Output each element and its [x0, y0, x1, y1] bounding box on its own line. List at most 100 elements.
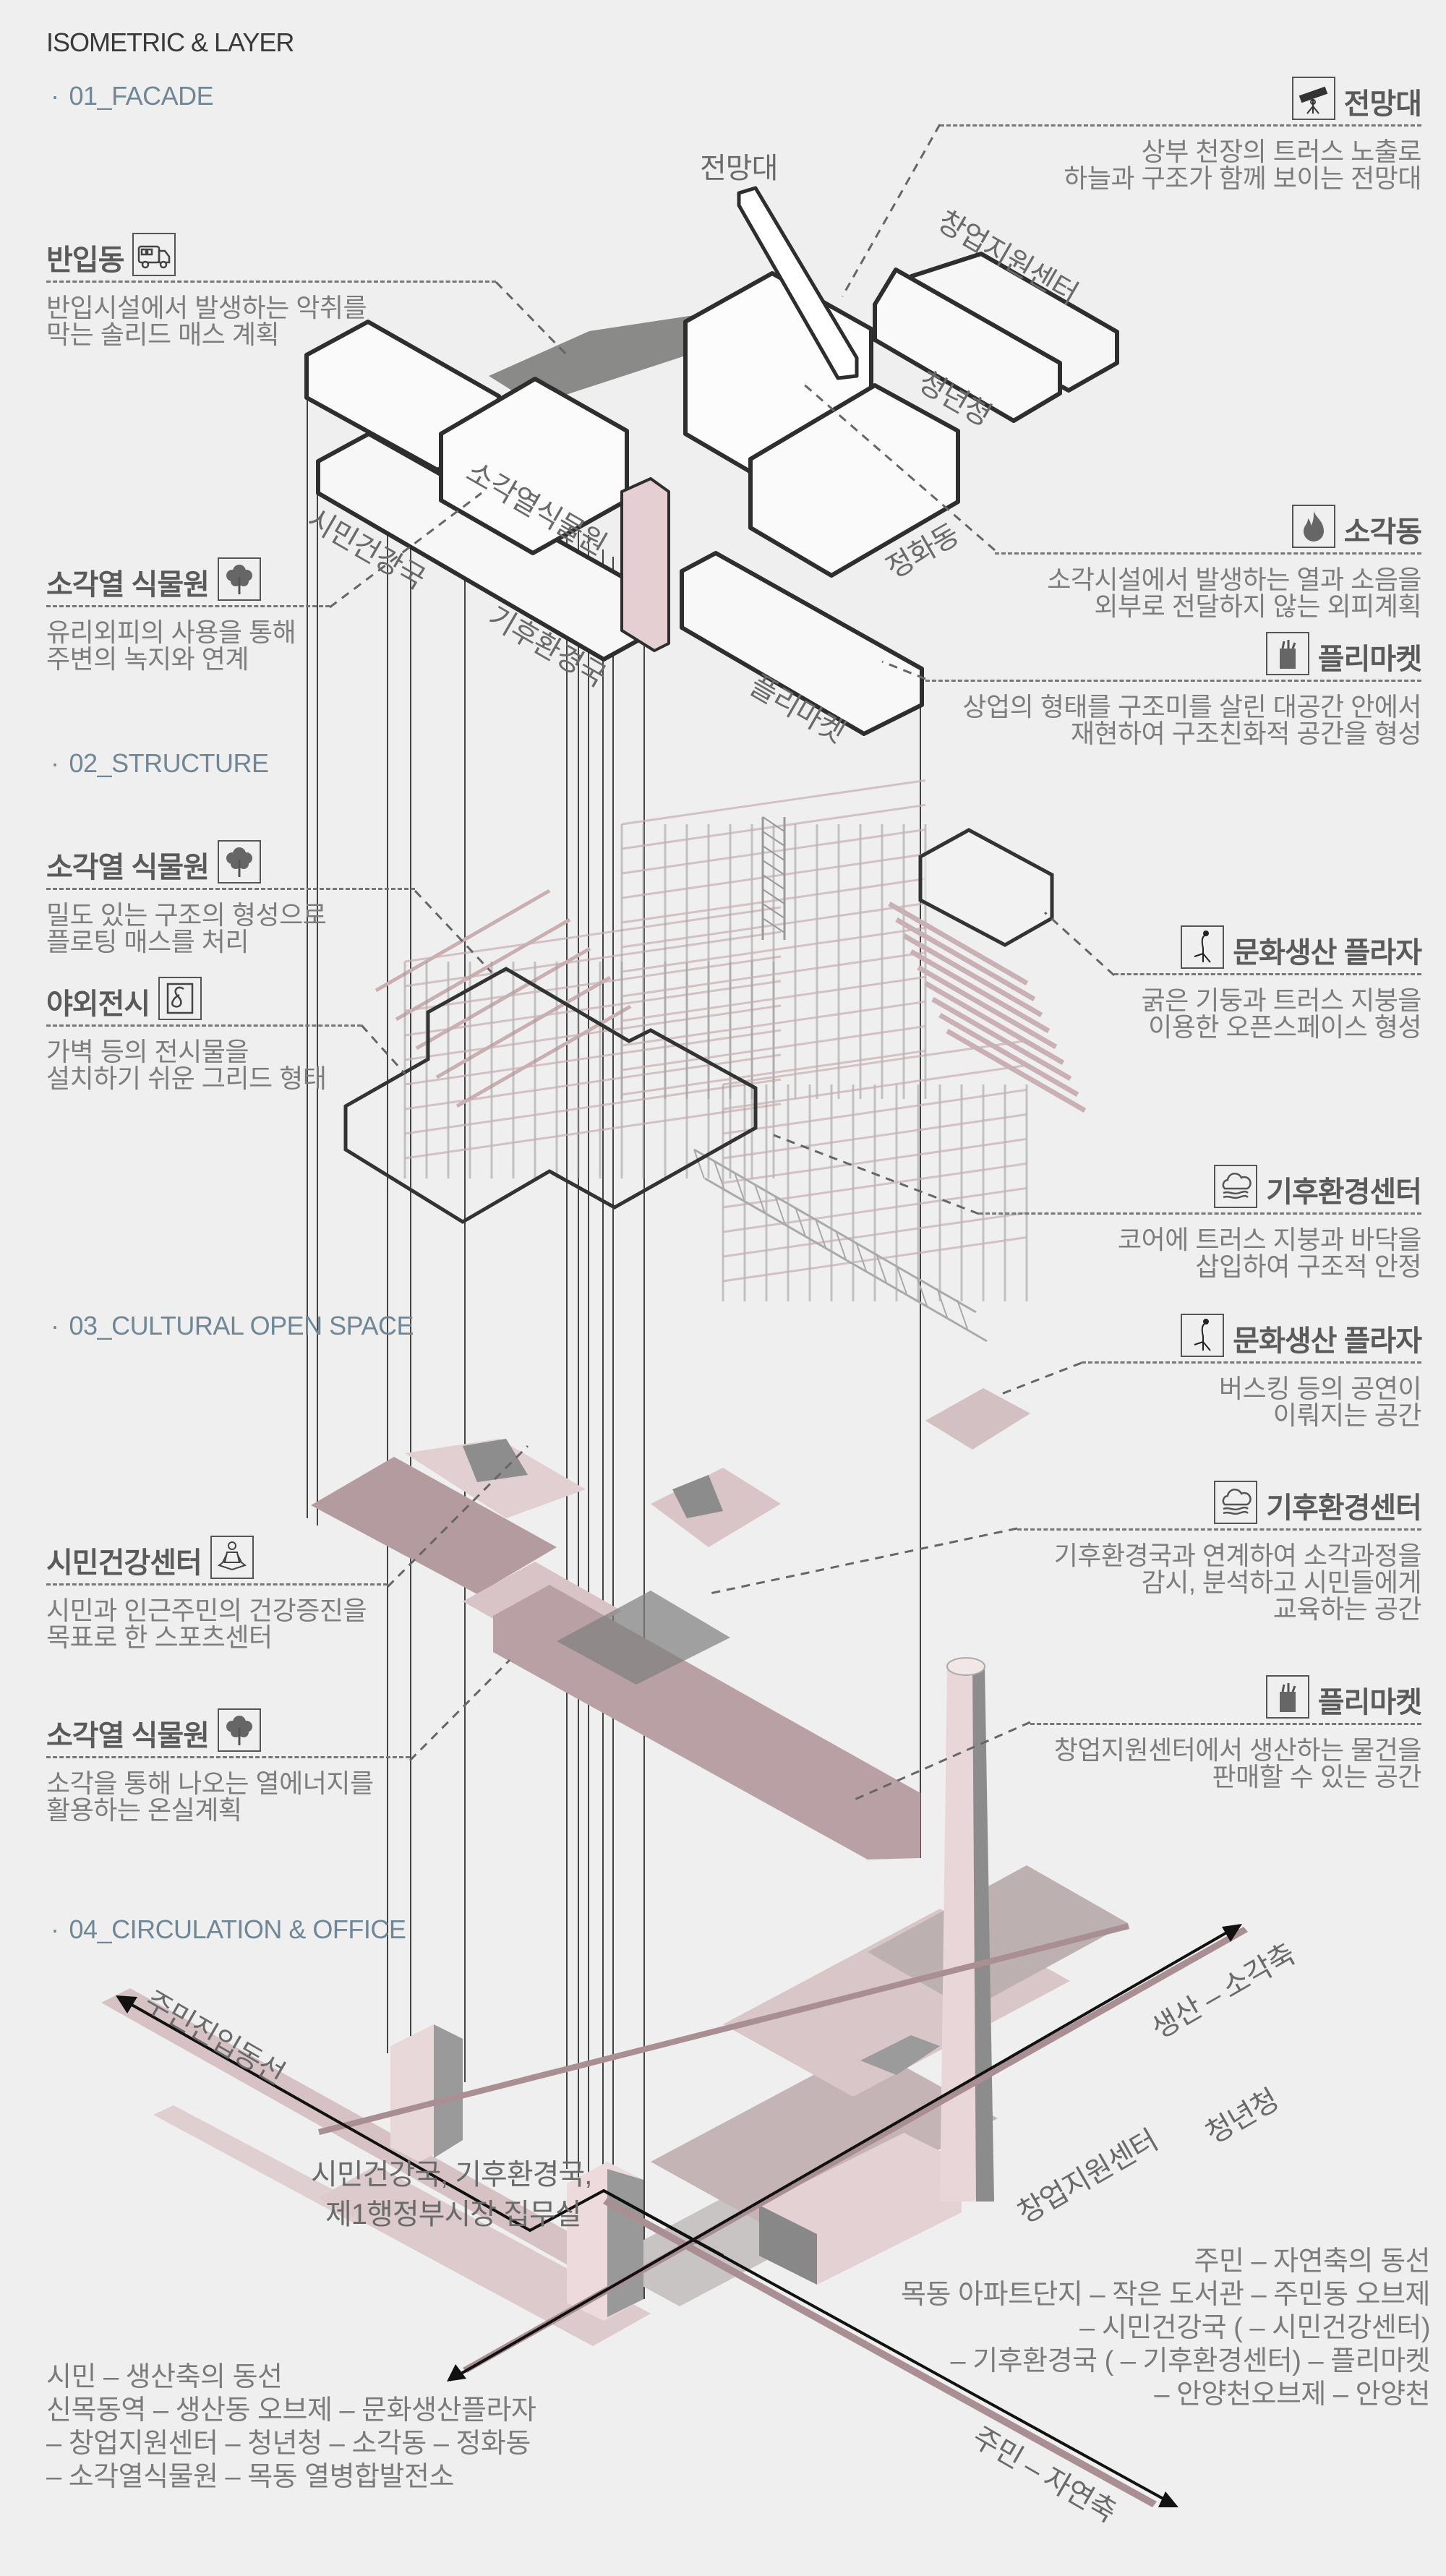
flow-line: 시민 – 생산축의 동선	[46, 2362, 283, 2392]
structure-beam	[621, 926, 926, 973]
callout-text: 유리외피의 사용을 통해	[46, 617, 296, 647]
arrow-head-nature	[1158, 2491, 1178, 2507]
callout-heading: 문화생산 플라자	[1233, 937, 1422, 969]
leader-line	[46, 888, 415, 890]
tree-icon	[217, 840, 261, 883]
callout-text: 외부로 전달하지 않는 외피계획	[1094, 591, 1421, 621]
truss-chord	[704, 1177, 988, 1343]
structure-beam	[621, 803, 926, 850]
structure-beam	[404, 1053, 782, 1111]
leader-lines	[329, 124, 1116, 1801]
structure-beam	[722, 1186, 1027, 1233]
callout-text: 기후환경국과 연계하여 소각과정을	[1053, 1541, 1422, 1570]
mast-brace	[762, 874, 785, 890]
truss-web	[693, 1149, 705, 1179]
core-tower	[620, 477, 670, 652]
truss-web	[916, 1276, 928, 1306]
truss-chord	[693, 1148, 977, 1314]
structure-outlines	[343, 828, 1054, 1224]
structure-beam	[722, 1113, 1027, 1160]
cantilever-beam	[946, 1028, 1087, 1113]
structure-beam	[621, 779, 926, 826]
tree-icon	[217, 1708, 261, 1752]
bullet: ·	[51, 748, 59, 778]
callout-heading: 플리마켓	[1317, 1687, 1422, 1719]
structure-beam	[621, 828, 926, 875]
truss-web	[795, 1207, 806, 1237]
flea-market-block	[680, 551, 924, 736]
tree-icon	[217, 557, 261, 601]
mast-brace	[762, 860, 785, 876]
leader-line	[925, 680, 1421, 682]
meditation-icon	[210, 1536, 254, 1579]
structure-beam	[404, 906, 782, 963]
truss-web	[876, 1253, 887, 1283]
flow-line: – 창업지원센터 – 청년청 – 소각동 – 정화동	[46, 2429, 531, 2459]
structure-beam	[621, 975, 926, 1022]
bullet: ·	[51, 1311, 59, 1340]
truss-web	[714, 1160, 725, 1191]
truss-web	[957, 1299, 968, 1330]
arrow-head-production	[1222, 1924, 1242, 1942]
flow-line: 목동 아파트단지 – 작은 도서관 – 주민동 오브제	[901, 2280, 1430, 2310]
structure-beam	[722, 1039, 1027, 1086]
callout-text: 판매할 수 있는 공간	[1212, 1762, 1422, 1792]
bullet: ·	[51, 81, 59, 111]
mast-brace	[762, 889, 785, 904]
callout-text: 하늘과 구조가 함께 보이는 전망대	[1064, 163, 1421, 193]
resident-flow-description: 주민 – 자연축의 동선 목동 아파트단지 – 작은 도서관 – 주민동 오브제…	[901, 2245, 1430, 2411]
market-bag-icon	[1265, 632, 1309, 675]
truss-web	[896, 1265, 907, 1295]
cloud-icon	[1214, 1481, 1258, 1524]
mast-brace	[762, 845, 785, 861]
arrow-head-citizen	[447, 2364, 466, 2382]
truss-beam	[435, 975, 612, 1079]
page-title: ISOMETRIC & LAYER	[46, 27, 294, 57]
callout-text: 굵은 기둥과 트러스 지붕을	[1141, 985, 1422, 1015]
mast-brace	[762, 917, 785, 933]
leader-line	[46, 1756, 410, 1758]
callout-text: 주변의 녹지와 연계	[46, 644, 249, 674]
callout-heading: 기후환경센터	[1266, 1492, 1422, 1524]
structure-beam	[621, 1049, 926, 1096]
structure-beam	[621, 877, 926, 924]
open-space-layer	[311, 1388, 1030, 1860]
label-observatory: 전망대	[700, 153, 778, 184]
callout-text: 상부 천장의 트러스 노출로	[1141, 137, 1422, 166]
structure-beam	[722, 1088, 1027, 1135]
callout-text: 활용하는 온실계획	[46, 1795, 242, 1825]
truss-web	[774, 1195, 786, 1225]
truss-beam	[415, 946, 591, 1050]
callout-text: 이뤄지는 공간	[1272, 1400, 1422, 1430]
truss-web	[734, 1172, 745, 1202]
mast-brace	[762, 816, 785, 832]
section-label: 03_CULTURAL OPEN SPACE	[69, 1311, 414, 1340]
callout-heading: 야외전시	[46, 988, 150, 1020]
citizen-flow-description: 시민 – 생산축의 동선 신목동역 – 생산동 오브제 – 문화생산플라자 – …	[46, 2361, 536, 2494]
leader-line	[46, 605, 330, 607]
leader-line	[1114, 973, 1421, 975]
callout-heading: 시민건강센터	[46, 1547, 202, 1579]
flow-line: – 시민건강국 ( – 시민건강센터)	[1079, 2313, 1430, 2343]
callout-text: 상업의 형태를 구조미를 살린 대공간 안에서	[962, 692, 1421, 722]
callout-text: 시민과 인근주민의 건강증진을	[46, 1596, 367, 1625]
section-cultural-open-space: · 03_CULTURAL OPEN SPACE	[51, 1311, 414, 1341]
callout-text: 막는 솔리드 매스 계획	[46, 320, 280, 349]
truck-icon	[132, 233, 176, 276]
callout-heading: 소각열 식물원	[46, 852, 210, 883]
cantilever-beam	[924, 980, 1065, 1066]
cantilever-beam	[895, 917, 1036, 1002]
leader-line	[1030, 1723, 1421, 1725]
callout-heading: 기후환경센터	[1266, 1176, 1422, 1208]
flow-line: 신목동역 – 생산동 오브제 – 문화생산플라자	[46, 2395, 536, 2426]
cantilever-beam	[931, 996, 1072, 1082]
truss-web	[835, 1230, 847, 1260]
facade-layer	[304, 186, 1119, 736]
cantilever-beam	[910, 949, 1051, 1034]
